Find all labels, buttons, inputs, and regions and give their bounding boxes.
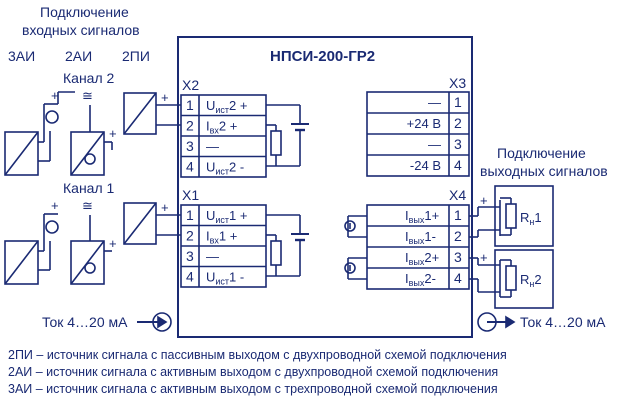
x1-text-label-3: — bbox=[206, 249, 219, 264]
x4-pin-2: 2 bbox=[454, 228, 462, 244]
ch2-3ai-source bbox=[4, 131, 39, 176]
legend: 2ПИ – источник сигнала с пассивным выход… bbox=[8, 347, 507, 398]
channel-1-label: Канал 1 bbox=[63, 180, 115, 196]
x3-pin-1: 1 bbox=[454, 94, 462, 110]
legend-3ai: 3АИ – источник сигнала с активным выходо… bbox=[8, 382, 498, 396]
x1-text-pin-2: 2 bbox=[186, 228, 194, 244]
source-type-2pi: 2ПИ bbox=[122, 48, 150, 64]
x2-text-label-3: — bbox=[206, 139, 219, 154]
output-heading-line-2: выходных сигналов bbox=[480, 163, 608, 179]
x3-label-4: -24 В bbox=[410, 158, 441, 173]
x4-label-3: Iвых2+ bbox=[405, 250, 439, 267]
ch2-ac-symbol-icon: ≅ bbox=[82, 88, 93, 103]
ch1-3ai-current-arrow-icon bbox=[45, 220, 59, 234]
x3-label-3: — bbox=[428, 137, 441, 152]
x1-label: X1 bbox=[182, 187, 199, 203]
ch1-2pi-source bbox=[123, 202, 157, 245]
ch1-plus-1: + bbox=[51, 198, 59, 213]
ch1-plus-3: + bbox=[161, 200, 169, 215]
x3-label-1: — bbox=[428, 95, 441, 110]
x4-terminal-block bbox=[366, 204, 470, 290]
x4-pin-3: 3 bbox=[454, 249, 462, 265]
load-2-plus: + bbox=[480, 250, 488, 265]
ch2-2pi-source bbox=[123, 92, 157, 135]
ch2-plus-1: + bbox=[51, 88, 59, 103]
x4-pin-1: 1 bbox=[454, 207, 462, 223]
current-out-label: Ток 4…20 мА bbox=[520, 314, 606, 330]
x2-text-pin-2: 2 bbox=[186, 118, 194, 134]
legend-2ai: 2АИ – источник сигнала с активным выходо… bbox=[8, 365, 499, 379]
source-type-3ai: 3АИ bbox=[8, 48, 35, 64]
ch2-2ai-current-arrow-icon bbox=[84, 153, 96, 165]
current-source-1-icon bbox=[344, 220, 356, 232]
x1-terminal-block bbox=[180, 204, 267, 288]
ch1-2ai-source bbox=[70, 240, 105, 285]
x1-internal-circuit bbox=[266, 214, 309, 277]
ch2-plus-3: + bbox=[161, 90, 169, 105]
x4-label-1: Iвых1+ bbox=[405, 208, 439, 225]
current-in-arrow-icon bbox=[137, 312, 172, 332]
x4-label-4: Iвых2- bbox=[405, 271, 436, 288]
x3-terminal-block bbox=[366, 91, 470, 177]
current-source-2-icon bbox=[344, 262, 356, 274]
input-heading-line-1: Подключение bbox=[40, 4, 129, 20]
x3-label-2: +24 В bbox=[407, 116, 441, 131]
load-2-resistor-icon bbox=[505, 265, 517, 291]
ch1-ac-symbol-icon: ≅ bbox=[82, 198, 93, 213]
x4-label: X4 bbox=[449, 187, 466, 203]
current-in-label: Ток 4…20 мА bbox=[42, 314, 128, 330]
x2-text-pin-4: 4 bbox=[186, 159, 194, 175]
channel-2-sources bbox=[4, 91, 181, 176]
x2-terminal-block bbox=[180, 94, 267, 178]
x1-text-label-1: Uист1 + bbox=[206, 208, 247, 225]
x1-text-pin-3: 3 bbox=[186, 248, 194, 264]
ch1-plus-2: + bbox=[109, 236, 117, 251]
x2-text-label-4: Uист2 - bbox=[206, 160, 244, 177]
x2-internal-circuit bbox=[266, 104, 309, 167]
load-2-label: Rн2 bbox=[520, 272, 542, 289]
x1-text-pin-4: 4 bbox=[186, 269, 194, 285]
module-box bbox=[177, 36, 473, 338]
x1-text-pin-1: 1 bbox=[186, 207, 194, 223]
x1-text-label-2: Iвх1 + bbox=[206, 229, 237, 246]
ch2-2ai-source bbox=[70, 131, 105, 176]
source-type-2ai: 2АИ bbox=[65, 48, 92, 64]
ch1-2ai-current-arrow-icon bbox=[84, 262, 96, 274]
x4-pin-4: 4 bbox=[454, 270, 462, 286]
x3-pin-4: 4 bbox=[454, 157, 462, 173]
load-1-resistor-icon bbox=[505, 203, 517, 229]
legend-2pi: 2ПИ – источник сигнала с пассивным выход… bbox=[8, 348, 507, 362]
load-1-box bbox=[469, 185, 554, 247]
x2-resistor-icon bbox=[270, 130, 282, 156]
channel-2-label: Канал 2 bbox=[63, 70, 115, 86]
load-2-box bbox=[469, 249, 554, 309]
module-title: НПСИ-200-ГР2 bbox=[270, 48, 375, 65]
x3-label: X3 bbox=[449, 75, 466, 91]
x2-text-label-1: Uист2 + bbox=[206, 98, 247, 115]
load-1-plus: + bbox=[480, 193, 488, 208]
x4-current-sources bbox=[344, 215, 367, 280]
x3-pin-3: 3 bbox=[454, 136, 462, 152]
channel-1-sources bbox=[4, 202, 181, 285]
output-heading-line-1: Подключение bbox=[497, 145, 586, 161]
current-out-arrow-icon bbox=[477, 312, 516, 332]
x2-text-label-2: Iвх2 + bbox=[206, 119, 237, 136]
x1-resistor-icon bbox=[270, 240, 282, 266]
x2-text-pin-3: 3 bbox=[186, 138, 194, 154]
x3-pin-2: 2 bbox=[454, 115, 462, 131]
load-1-label: Rн1 bbox=[520, 210, 542, 227]
x1-text-label-4: Uист1 - bbox=[206, 270, 244, 287]
x2-text-pin-1: 1 bbox=[186, 97, 194, 113]
ch2-plus-2: + bbox=[109, 126, 117, 141]
ch2-3ai-current-arrow-icon bbox=[45, 110, 59, 124]
ch1-3ai-source bbox=[4, 240, 39, 285]
x4-label-2: Iвых1- bbox=[405, 229, 436, 246]
x2-label: X2 bbox=[182, 77, 199, 93]
input-heading-line-2: входных сигналов bbox=[22, 22, 140, 38]
